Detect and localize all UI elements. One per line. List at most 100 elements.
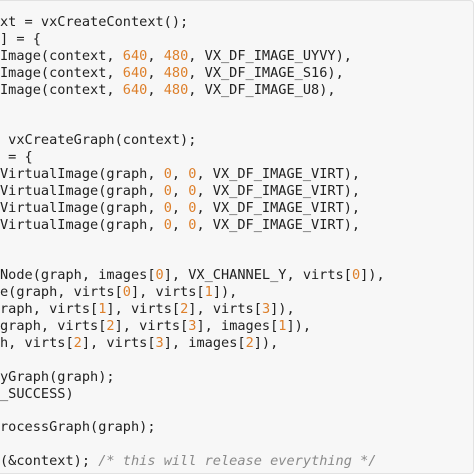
code-token: ], VX_CHANNEL_Y, virts[ (163, 267, 352, 284)
code-number-literal: 0 (122, 284, 131, 301)
code-line: xt = vxCreateContext(); (0, 14, 385, 31)
code-token: , VX_DF_IMAGE_UYVY), (188, 47, 352, 64)
code-token: ], virts[ (114, 318, 189, 335)
code-token: ], images[ (163, 334, 246, 351)
code-token: h, virts[ (0, 334, 74, 351)
code-number-literal: 0 (188, 199, 197, 216)
code-number-literal: 480 (163, 81, 189, 98)
code-line: VirtualImage(graph, 0, 0, VX_DF_IMAGE_VI… (0, 200, 385, 217)
code-number-literal: 640 (122, 47, 148, 64)
code-line: Image(context, 640, 480, VX_DF_IMAGE_S16… (0, 65, 385, 82)
code-line (0, 352, 385, 369)
code-number-literal: 0 (188, 182, 197, 199)
code-comment: /* this will release everything */ (98, 453, 377, 470)
code-number-literal: 2 (106, 318, 115, 335)
code-number-literal: 0 (188, 216, 197, 233)
code-token: ]), (253, 334, 279, 351)
code-token: ], virts[ (106, 301, 181, 318)
code-token: ], virts[ (81, 334, 156, 351)
code-line: (&context); /* this will release everyth… (0, 453, 385, 470)
code-token: , VX_DF_IMAGE_VIRT), (196, 166, 361, 183)
code-number-literal: 480 (163, 47, 189, 64)
code-line: _SUCCESS) (0, 386, 385, 403)
code-token: ]), (212, 284, 238, 301)
code-line: = { (0, 149, 385, 166)
code-token: , (171, 199, 189, 216)
code-token: VirtualImage(graph, (0, 199, 164, 216)
code-token: vxCreateGraph(context); (0, 132, 197, 149)
code-token: , VX_DF_IMAGE_VIRT), (196, 182, 361, 199)
code-number-literal: 3 (155, 334, 164, 351)
code-number-literal: 640 (122, 64, 148, 81)
code-token: , (147, 64, 164, 81)
code-line (0, 115, 385, 132)
code-token: e(graph, virts[ (0, 284, 123, 301)
code-line (0, 98, 385, 115)
code-token: rocessGraph(graph); (0, 419, 156, 436)
code-token: , (171, 166, 189, 183)
code-token: ], images[ (196, 318, 279, 335)
code-number-literal: 640 (122, 81, 148, 98)
code-number-literal: 3 (188, 318, 197, 335)
code-block: xt = vxCreateContext();] = {Image(contex… (0, 14, 385, 470)
code-number-literal: 2 (245, 334, 254, 351)
code-token: _SUCCESS) (0, 385, 74, 402)
code-line: VirtualImage(graph, 0, 0, VX_DF_IMAGE_VI… (0, 217, 385, 234)
code-token: , (147, 81, 164, 98)
code-token: VirtualImage(graph, (0, 182, 164, 199)
code-line: graph, virts[2], virts[3], images[1]), (0, 318, 385, 335)
code-line: vxCreateGraph(context); (0, 132, 385, 149)
code-token: , (171, 182, 189, 199)
code-token: , VX_DF_IMAGE_S16), (188, 64, 344, 81)
code-number-literal: 3 (261, 301, 271, 318)
code-token: graph, virts[ (0, 318, 107, 335)
code-number-literal: 1 (278, 318, 287, 335)
code-line: yGraph(graph); (0, 369, 385, 386)
code-token: ], virts[ (188, 301, 262, 318)
code-number-literal: 0 (163, 199, 172, 216)
code-number-literal: 0 (163, 216, 172, 233)
code-token: Node(graph, images[ (0, 267, 156, 284)
code-token: = { (0, 149, 33, 166)
code-token: ]), (286, 318, 312, 335)
code-line (0, 402, 385, 419)
code-token: Image(context, (0, 47, 123, 64)
code-token: Image(context, (0, 64, 123, 81)
code-token: ] = { (0, 30, 41, 47)
code-token: , VX_DF_IMAGE_VIRT), (196, 216, 361, 233)
code-token: , VX_DF_IMAGE_U8), (188, 81, 336, 98)
code-line: e(graph, virts[0], virts[1]), (0, 284, 385, 301)
code-number-literal: 480 (163, 64, 189, 81)
code-number-literal: 2 (180, 301, 189, 318)
code-token: Image(context, (0, 81, 123, 98)
code-line: Image(context, 640, 480, VX_DF_IMAGE_U8)… (0, 82, 385, 99)
code-line: rocessGraph(graph); (0, 419, 385, 436)
code-line: Node(graph, images[0], VX_CHANNEL_Y, vir… (0, 267, 385, 284)
code-token: ]), (270, 301, 295, 318)
code-token: , (171, 216, 189, 233)
code-number-literal: 0 (155, 267, 164, 284)
code-token: VirtualImage(graph, (0, 216, 164, 233)
code-token: (&context); (0, 453, 99, 470)
code-token: yGraph(graph); (0, 368, 115, 385)
code-number-literal: 1 (98, 301, 107, 318)
code-number-literal: 0 (351, 267, 361, 284)
code-line: h, virts[2], virts[3], images[2]), (0, 335, 385, 352)
code-number-literal: 0 (163, 182, 172, 199)
code-number-literal: 2 (73, 334, 82, 351)
code-line (0, 436, 385, 453)
code-token: ]), (360, 267, 385, 284)
code-token: raph, virts[ (0, 301, 99, 318)
code-token: , VX_DF_IMAGE_VIRT), (196, 199, 361, 216)
code-token: , (147, 47, 164, 64)
code-line: raph, virts[1], virts[2], virts[3]), (0, 301, 385, 318)
code-line (0, 250, 385, 267)
code-number-literal: 0 (188, 166, 197, 183)
code-line: Image(context, 640, 480, VX_DF_IMAGE_UYV… (0, 48, 385, 65)
code-number-literal: 0 (163, 166, 172, 183)
code-token: VirtualImage(graph, (0, 166, 164, 183)
code-line (0, 234, 385, 251)
code-line: VirtualImage(graph, 0, 0, VX_DF_IMAGE_VI… (0, 183, 385, 200)
code-line: ] = { (0, 31, 385, 48)
